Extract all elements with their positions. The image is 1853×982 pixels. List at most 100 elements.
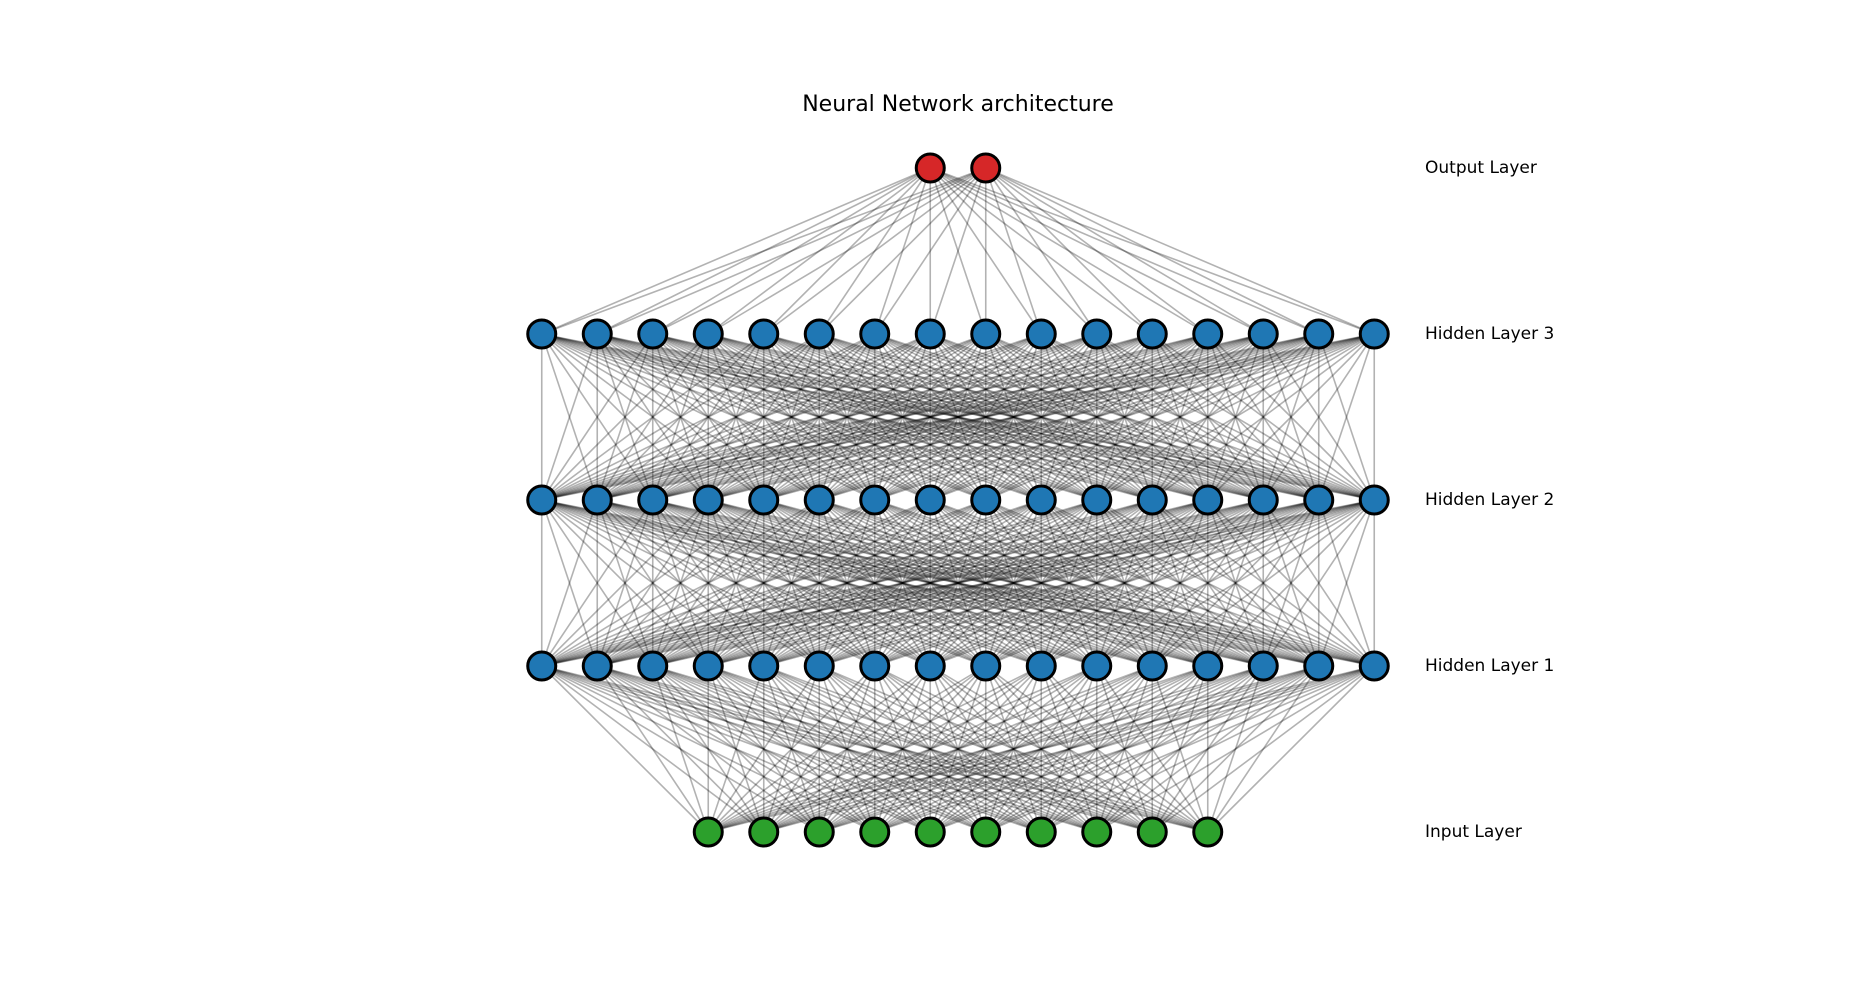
input-neuron-2 (748, 816, 780, 848)
connection-hidden2-7-hidden3-11 (929, 333, 1153, 501)
connection-input-2-hidden1-12 (818, 665, 1209, 833)
connection-hidden1-13-hidden2-12 (1206, 499, 1265, 667)
connection-hidden2-14-hidden3-13 (1262, 333, 1320, 501)
connection-hidden2-12-hidden3-1 (597, 333, 1208, 501)
connection-hidden2-11-hidden3-12 (1151, 333, 1209, 501)
connection-hidden1-1-hidden2-3 (596, 499, 709, 667)
connection-hidden2-5-hidden3-6 (818, 333, 876, 501)
connection-hidden1-1-hidden2-11 (597, 499, 1153, 667)
connection-hidden1-10-hidden2-6 (874, 499, 1098, 667)
connection-input-9-hidden1-8 (985, 665, 1209, 833)
connection-input-0-hidden1-12 (707, 665, 1209, 833)
connection-hidden2-6-hidden3-7 (873, 333, 932, 501)
connection-hidden2-0-hidden3-4 (541, 333, 765, 501)
connection-hidden3-1-output-0 (596, 167, 931, 335)
connection-hidden1-14-hidden2-3 (708, 499, 1319, 667)
connection-hidden1-9-hidden2-0 (541, 499, 1042, 667)
connection-hidden1-4-hidden2-10 (763, 499, 1098, 667)
connection-hidden1-13-hidden2-6 (874, 499, 1264, 667)
connection-hidden2-14-hidden3-1 (597, 333, 1319, 501)
connection-hidden2-11-hidden3-13 (1151, 333, 1264, 501)
connection-input-0-hidden1-14 (708, 665, 1319, 833)
connection-hidden1-15-hidden2-3 (708, 499, 1375, 667)
connection-hidden1-5-hidden2-14 (818, 499, 1320, 667)
connection-hidden1-12-hidden2-3 (707, 499, 1209, 667)
hidden3-neuron-12 (1136, 318, 1168, 350)
connection-hidden1-12-hidden2-9 (1040, 499, 1209, 667)
connection-hidden3-3-output-0 (707, 167, 931, 335)
connection-hidden1-12-hidden2-8 (985, 499, 1209, 667)
connection-hidden2-9-hidden3-13 (1040, 333, 1264, 501)
hidden2-neuron-16 (1358, 484, 1390, 516)
connection-hidden2-0-hidden3-6 (541, 333, 876, 501)
connection-hidden2-14-hidden3-7 (929, 333, 1320, 501)
connection-hidden1-0-hidden2-7 (541, 499, 931, 667)
connection-hidden2-9-hidden3-1 (596, 333, 1042, 501)
connection-hidden2-7-hidden3-10 (929, 333, 1098, 501)
connection-input-7-hidden1-12 (1096, 665, 1209, 833)
connection-input-1-hidden1-5 (762, 665, 821, 833)
connection-input-4-hidden1-1 (596, 665, 931, 833)
connection-input-2-hidden1-9 (818, 665, 1042, 833)
connection-hidden2-5-hidden3-12 (818, 333, 1209, 501)
connection-hidden2-11-hidden3-7 (929, 333, 1153, 501)
hidden2-neuron-14 (1247, 484, 1279, 516)
input-neuron-3 (803, 816, 835, 848)
connection-hidden1-12-hidden2-5 (818, 499, 1209, 667)
connection-hidden1-13-hidden2-3 (708, 499, 1264, 667)
connection-hidden3-14-output-0 (929, 167, 1320, 335)
connection-hidden2-2-hidden3-1 (596, 333, 654, 501)
connection-hidden2-15-hidden3-7 (929, 333, 1375, 501)
connection-input-1-hidden1-3 (707, 665, 765, 833)
connection-hidden2-9-hidden3-7 (929, 333, 1042, 501)
connection-hidden1-11-hidden2-15 (1151, 499, 1375, 667)
connection-hidden2-1-hidden3-13 (597, 333, 1264, 501)
connection-input-6-hidden1-6 (874, 665, 1042, 833)
connection-hidden1-2-hidden2-4 (652, 499, 765, 667)
connection-hidden1-4-hidden2-7 (763, 499, 931, 667)
connection-input-2-hidden1-3 (707, 665, 820, 833)
connection-hidden1-0-hidden2-12 (541, 499, 1208, 667)
connection-hidden1-9-hidden2-3 (707, 499, 1042, 667)
connection-input-7-hidden1-3 (707, 665, 1098, 833)
connection-hidden2-8-hidden3-4 (763, 333, 987, 501)
connection-hidden2-10-hidden3-1 (596, 333, 1098, 501)
connection-hidden2-7-hidden3-6 (873, 333, 932, 501)
connection-hidden2-10-hidden3-13 (1096, 333, 1264, 501)
connection-input-6-hidden1-4 (763, 665, 1042, 833)
connection-hidden2-10-hidden3-4 (763, 333, 1098, 501)
connection-input-3-hidden1-12 (874, 665, 1209, 833)
connection-hidden1-0-hidden2-9 (541, 499, 1042, 667)
connection-input-9-hidden1-11 (1151, 665, 1209, 833)
connection-input-7-hidden1-6 (874, 665, 1098, 833)
connection-hidden1-11-hidden2-5 (818, 499, 1153, 667)
hidden1-neuron-16 (1358, 650, 1390, 682)
connection-input-8-hidden1-8 (985, 665, 1153, 833)
connection-hidden3-6-output-1 (874, 167, 987, 335)
connection-hidden1-5-hidden2-6 (818, 499, 876, 667)
hidden2-neuron-5 (748, 484, 780, 516)
hidden2-neuron-3 (637, 484, 669, 516)
connection-hidden2-9-hidden3-5 (818, 333, 1042, 501)
connection-hidden3-2-output-1 (652, 167, 987, 335)
connection-hidden3-14-output-1 (985, 167, 1320, 335)
connection-hidden1-3-hidden2-6 (707, 499, 876, 667)
connection-input-6-hidden1-3 (707, 665, 1042, 833)
connection-hidden1-13-hidden2-11 (1151, 499, 1264, 667)
connection-input-4-hidden1-13 (929, 665, 1264, 833)
connection-hidden2-15-hidden3-11 (1151, 333, 1375, 501)
connection-hidden1-8-hidden2-2 (652, 499, 987, 667)
connection-hidden1-9-hidden2-10 (1040, 499, 1098, 667)
connection-input-3-hidden1-3 (707, 665, 876, 833)
connection-input-0-hidden1-8 (707, 665, 987, 833)
connection-input-9-hidden1-3 (707, 665, 1209, 833)
connection-hidden3-15-output-1 (985, 167, 1375, 335)
connection-hidden2-3-hidden3-10 (707, 333, 1098, 501)
connection-hidden1-0-hidden2-13 (541, 499, 1264, 667)
input-neuron-5 (914, 816, 946, 848)
connection-input-6-hidden1-11 (1040, 665, 1153, 833)
connection-hidden2-0-hidden3-10 (541, 333, 1097, 501)
connection-input-2-hidden1-13 (818, 665, 1264, 833)
connection-hidden2-13-hidden3-12 (1206, 333, 1265, 501)
connection-hidden1-3-hidden2-5 (707, 499, 820, 667)
